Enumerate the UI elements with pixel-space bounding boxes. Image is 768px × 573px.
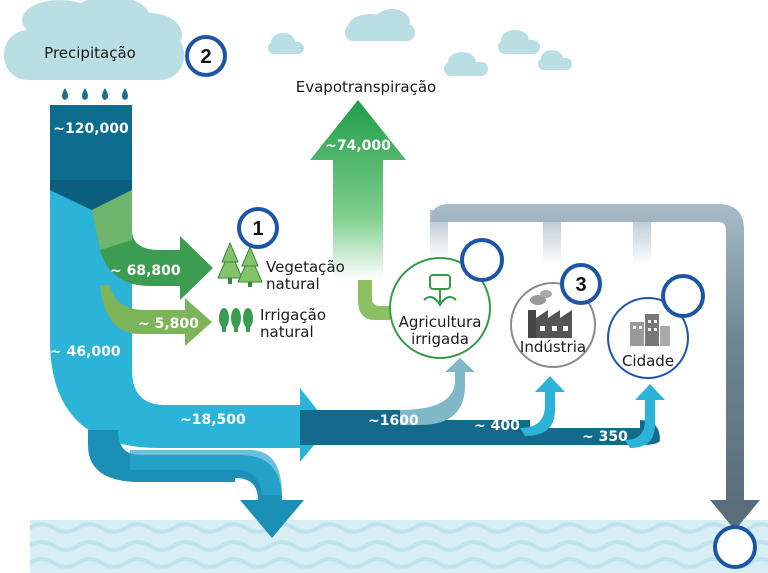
industry-value: ~ 400: [474, 418, 520, 434]
runoff-value: ~ 46,000: [50, 344, 121, 360]
city-label: Cidade: [622, 352, 674, 370]
small-cloud: [444, 52, 488, 76]
agriculture-label-2: irrigada: [411, 330, 469, 348]
agriculture-label: Agricultura: [399, 313, 482, 331]
water-surface: [28, 520, 768, 573]
irrigation-label: Irrigação: [260, 306, 326, 324]
vegetation-label: Vegetação: [266, 258, 345, 276]
vegetation-value: ~ 68,800: [110, 263, 181, 279]
rain-drops-icon: [62, 88, 128, 100]
industry-label: Indústria: [520, 338, 586, 356]
small-cloud: [345, 9, 415, 41]
small-cloud: [538, 50, 572, 70]
empty-marker: [460, 238, 504, 282]
withdrawal-arrow: [160, 388, 330, 462]
city-branch: [625, 384, 665, 448]
svg-text:2: 2: [200, 46, 211, 68]
empty-marker: [713, 525, 757, 569]
buildings-icon: [630, 314, 670, 346]
svg-text:3: 3: [575, 274, 586, 296]
precipitation-cloud: [4, 0, 184, 80]
withdrawal-value: ~18,500: [180, 412, 246, 428]
agriculture-branch: [400, 358, 475, 425]
empty-marker: [661, 274, 705, 318]
industry-node: [510, 282, 596, 368]
irrigation-sprinkler-icon: [423, 274, 457, 307]
svg-text:1: 1: [252, 218, 263, 240]
precipitation-value: ~120,000: [53, 121, 129, 137]
agriculture-value: ~1600: [368, 413, 419, 429]
irrigation-label-2: natural: [260, 323, 314, 341]
small-cloud: [268, 33, 304, 54]
irrigation-arrow: [100, 285, 212, 346]
forest-icon: [217, 241, 263, 287]
agriculture-node: [389, 257, 491, 359]
vegetation-label-2: natural: [266, 275, 320, 293]
small-cloud: [498, 30, 540, 54]
crops-icon: [219, 308, 253, 332]
badge-3: 3: [560, 263, 602, 305]
evapotranspiration-arrow: [310, 100, 406, 280]
distribution-band: [300, 410, 660, 445]
evapotranspiration-label: Evapotranspiração: [296, 78, 436, 96]
city-node: [607, 297, 689, 379]
industry-branch: [520, 376, 565, 436]
precipitation-label: Precipitação: [44, 44, 136, 62]
badge-2: 2: [185, 35, 227, 77]
return-flow-pipes: [430, 204, 760, 530]
irrigation-value: ~ 5,800: [138, 316, 199, 332]
factory-icon: [528, 290, 572, 338]
badge-1: 1: [237, 207, 279, 249]
city-value: ~ 350: [582, 429, 628, 445]
evapotranspiration-value: ~74,000: [325, 138, 391, 154]
